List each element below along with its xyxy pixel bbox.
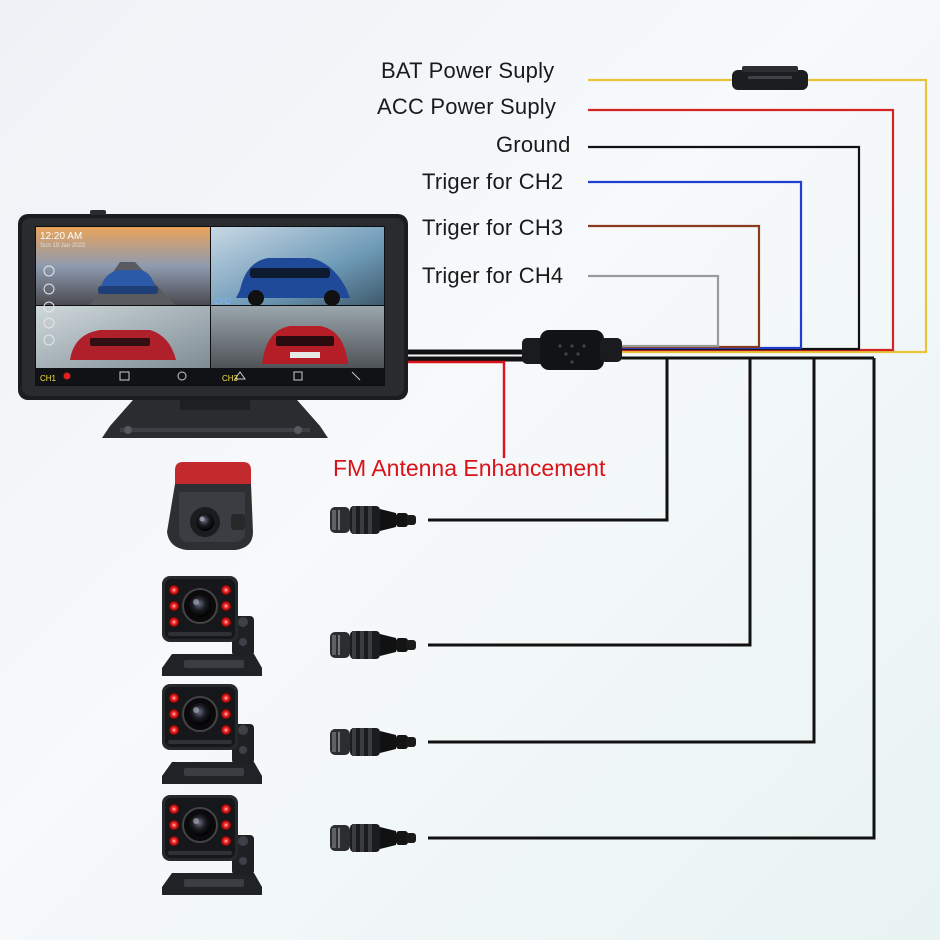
label-ground: Ground: [496, 132, 571, 157]
ch4-trigger-wire: [588, 274, 720, 348]
label-trigger-ch4: Triger for CH4: [422, 263, 564, 288]
rear-camera-2: [161, 683, 263, 785]
rear-camera-1: [161, 575, 263, 677]
fuse-holder: [732, 66, 808, 90]
ch3-trigger-wire: [588, 224, 761, 349]
camera-connector-4: [330, 824, 416, 852]
junction-box: [522, 330, 622, 370]
monitor: [18, 210, 408, 438]
power-and-trigger-wires: [588, 78, 928, 354]
label-bat-power: BAT Power Suply: [381, 58, 555, 83]
ground-wire: [588, 145, 861, 351]
camera-connector-1: [330, 506, 416, 534]
label-trigger-ch3: Triger for CH3: [422, 215, 564, 240]
label-fm-antenna: FM Antenna Enhancement: [333, 455, 606, 481]
screen-ch3-tag: CH3: [222, 374, 239, 383]
camera-connector-3: [330, 728, 416, 756]
camera-connector-2: [330, 631, 416, 659]
ch2-trigger-wire: [588, 180, 803, 350]
bat-wire-out: [620, 78, 928, 354]
screen-date: Sun 19 Jan 2023: [40, 243, 86, 249]
screen-ch1-tag: CH1: [40, 374, 57, 383]
rear-camera-3: [161, 794, 263, 896]
label-acc-power: ACC Power Suply: [377, 94, 557, 119]
dash-camera: [167, 462, 253, 550]
camera-cables: [428, 356, 876, 840]
screen-clock: 12:20 AM: [40, 231, 83, 242]
label-trigger-ch2: Triger for CH2: [422, 169, 564, 194]
fm-antenna-wire: [405, 360, 506, 458]
main-cable: [405, 349, 525, 458]
screen-ch2-tag: CH2: [215, 297, 232, 306]
